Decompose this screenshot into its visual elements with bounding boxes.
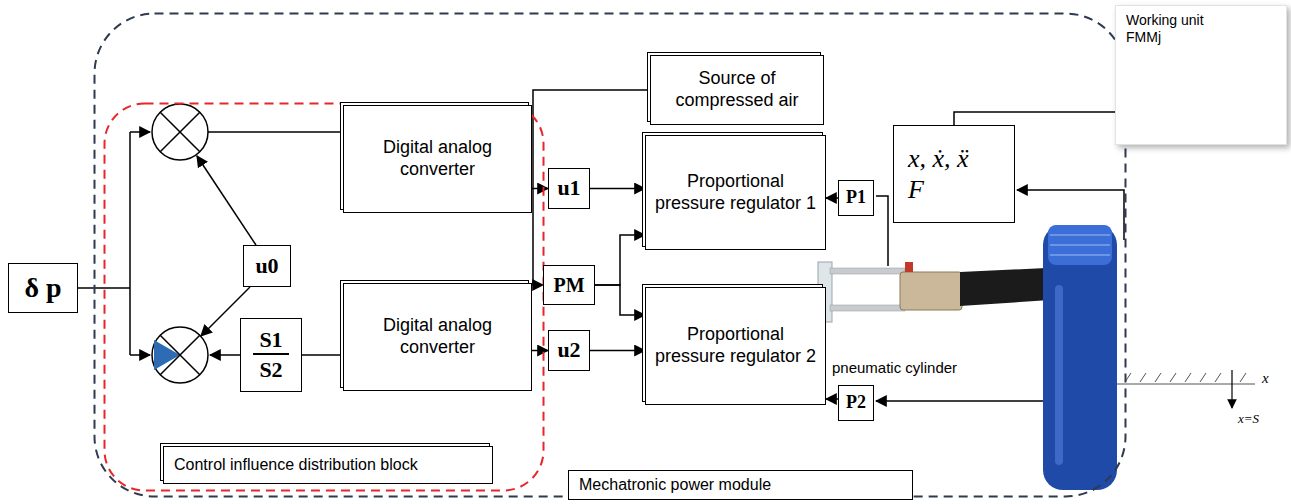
node-text: S2 xyxy=(253,357,288,383)
bottle-cap xyxy=(1048,225,1112,265)
signal-wire xyxy=(130,131,150,133)
input-signal-box: δ p xyxy=(8,263,78,313)
feedback-wire xyxy=(876,400,1043,402)
node-text: P1 xyxy=(846,187,866,209)
signal-wire xyxy=(210,354,240,356)
cylinder-carriage xyxy=(900,272,962,310)
region-label-box: Control influence distribution block xyxy=(163,446,493,484)
axis-label: x=S xyxy=(1238,411,1259,427)
node-text: Mechatronic power module xyxy=(579,475,771,494)
signal-connector xyxy=(595,285,645,315)
node-text: δ p xyxy=(24,271,61,305)
part-label: pneumatic cylinder xyxy=(828,358,961,377)
multiplier-cross xyxy=(160,335,200,375)
signal-box: u2 xyxy=(548,330,590,371)
valve-tab xyxy=(905,262,913,272)
bottle-highlight xyxy=(1055,285,1063,465)
pressure-box: P1 xyxy=(838,180,874,216)
guide-rod xyxy=(830,268,905,274)
axis-label: x xyxy=(1262,370,1269,387)
air-source-box: Source of compressed air xyxy=(650,55,824,125)
signal-connector xyxy=(826,197,838,199)
axis-arrow xyxy=(1231,370,1232,408)
node-text: Working unit FMMj xyxy=(1126,12,1226,46)
node-text: S1 xyxy=(253,327,288,355)
signal-wire xyxy=(130,354,150,356)
signal-box: u0 xyxy=(243,245,291,287)
signal-box: u1 xyxy=(548,168,590,209)
node-text: F xyxy=(908,174,924,205)
node-text: Digital analog converter xyxy=(348,137,527,180)
feedback-wire xyxy=(876,196,888,266)
module-region: Mechatronic power module Control influenc… xyxy=(93,12,1127,498)
control-region: Control influence distribution block u0S1… xyxy=(103,102,545,492)
multiplier-symbol xyxy=(152,104,208,160)
node-text: Proportional pressure regulator 2 xyxy=(650,324,821,367)
node-text: Digital analog converter xyxy=(348,315,527,358)
signal-connector xyxy=(533,90,650,285)
node-text: Proportional pressure regulator 1 xyxy=(650,171,821,214)
dashed-region-outline xyxy=(95,14,1126,497)
axis-hatching xyxy=(1125,373,1246,382)
node-text: P2 xyxy=(846,392,866,414)
working-unit-box: Working unit FMMj xyxy=(1115,5,1287,145)
node-text: Control influence distribution block xyxy=(174,455,418,474)
guide-rod xyxy=(830,305,905,311)
ratio-box: S1S2 xyxy=(240,318,302,392)
signal-connector xyxy=(595,235,645,285)
node-text: u0 xyxy=(255,253,278,279)
signal-connector xyxy=(590,350,645,352)
multiplier-symbol xyxy=(152,327,208,383)
pressure-box: PM xyxy=(543,265,595,305)
node-text: u1 xyxy=(557,175,580,201)
signal-wire xyxy=(197,156,256,245)
signal-wire xyxy=(208,131,343,133)
axis-line xyxy=(1117,384,1255,385)
signal-connector xyxy=(954,112,1115,125)
dashed-region-outline xyxy=(105,104,544,491)
gripper-jaw xyxy=(960,268,1050,306)
node-text: u2 xyxy=(557,337,580,363)
converter-box: Digital analog converter xyxy=(343,283,532,391)
cap-ribs xyxy=(1050,235,1110,255)
pressure-box: P2 xyxy=(838,385,874,421)
node-text: x, ẋ, ẍ xyxy=(908,143,969,174)
region-label-box: Mechatronic power module xyxy=(568,470,913,500)
signal-connector xyxy=(532,350,548,352)
state-box: x, ẋ, ẍF xyxy=(893,125,1015,223)
multiplier-cross xyxy=(160,112,200,152)
divider-triangle xyxy=(154,340,180,370)
node-text: Source of compressed air xyxy=(655,68,819,111)
signal-connector xyxy=(532,188,548,190)
converter-box: Digital analog converter xyxy=(343,105,532,213)
node-text: PM xyxy=(553,273,584,297)
signal-connector xyxy=(302,354,343,356)
regulator-box: Proportional pressure regulator 1 xyxy=(645,135,826,250)
workpiece-bottle xyxy=(1043,225,1117,490)
signal-connector xyxy=(826,398,838,400)
signal-connector xyxy=(590,188,645,190)
regulator-box: Proportional pressure regulator 2 xyxy=(645,287,826,405)
